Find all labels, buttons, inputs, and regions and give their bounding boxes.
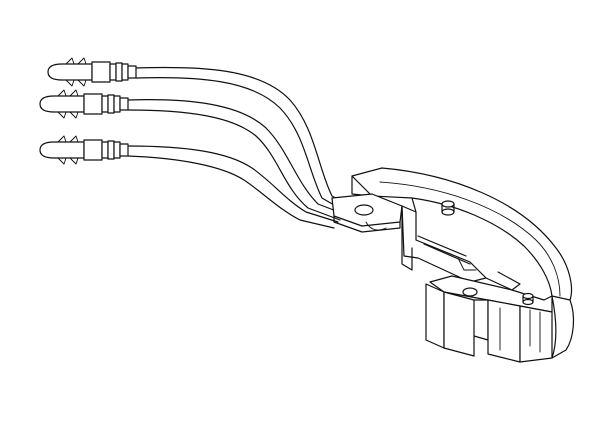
locator-post-front	[522, 292, 534, 306]
connector-front-left	[425, 283, 445, 349]
wire-harness	[127, 66, 351, 229]
wire-3-upper-edge	[127, 145, 339, 223]
channel-rib	[457, 257, 477, 271]
wire-2-lower-edge	[127, 109, 341, 221]
wire-1-lower-edge	[135, 76, 347, 213]
connector-front-right-side	[519, 305, 553, 363]
connector-block	[425, 275, 553, 363]
mounting-hole-left	[354, 204, 374, 216]
connector-top-face	[429, 275, 553, 313]
connector-front-right	[487, 299, 521, 363]
housing-inner-rim	[379, 181, 561, 297]
terminal-2-pin-tip	[39, 95, 85, 113]
terminal-3-ferrule	[119, 143, 129, 157]
channel-guide	[417, 235, 471, 265]
terminal-1	[47, 57, 137, 87]
terminal-3-crimp-b	[107, 140, 115, 160]
terminal-1-crimp-b	[115, 62, 123, 82]
channel-floor	[401, 205, 487, 283]
curved-housing	[351, 167, 575, 359]
terminal-1-barbs	[65, 57, 87, 87]
wire-3-lower-edge	[127, 155, 335, 229]
terminal-2-body	[83, 93, 103, 115]
housing-inner-divider	[411, 197, 521, 291]
terminal-1-crimp-c	[121, 63, 129, 81]
mounting-hole-front	[462, 287, 478, 297]
housing-outer-wall	[551, 295, 575, 359]
terminal-3-crimp-c	[113, 141, 121, 159]
terminal-2-crimp-b	[107, 94, 115, 114]
terminal-2-ferrule	[119, 97, 129, 111]
channel-wall-left	[401, 205, 413, 271]
mounting-bracket	[331, 193, 403, 233]
terminal-1-crimp-a	[109, 63, 117, 81]
terminal-2-crimp-c	[113, 95, 121, 113]
housing-channel	[401, 205, 487, 283]
connector-notch	[473, 299, 489, 341]
locator-post-top	[441, 200, 455, 216]
terminal-1-ferrule	[127, 65, 137, 79]
terminal-3	[39, 135, 129, 165]
terminal-1-pin-tip	[47, 63, 93, 81]
terminal-3-barbs	[57, 135, 79, 165]
bracket-cutout	[365, 221, 387, 231]
terminal-1-body	[91, 61, 111, 83]
connector-detail-lines	[499, 307, 541, 353]
terminal-3-crimp-a	[101, 141, 109, 159]
bracket-edge	[333, 215, 401, 233]
terminal-3-pin-tip	[39, 141, 85, 159]
terminal-3-body	[83, 139, 103, 161]
wire-2-upper-edge	[127, 99, 345, 215]
terminal-2	[39, 89, 129, 119]
wire-1-upper-edge	[135, 66, 351, 207]
terminal-2-crimp-a	[101, 95, 109, 113]
connector-front-left-side	[443, 291, 475, 357]
terminal-2-barbs	[57, 89, 79, 119]
